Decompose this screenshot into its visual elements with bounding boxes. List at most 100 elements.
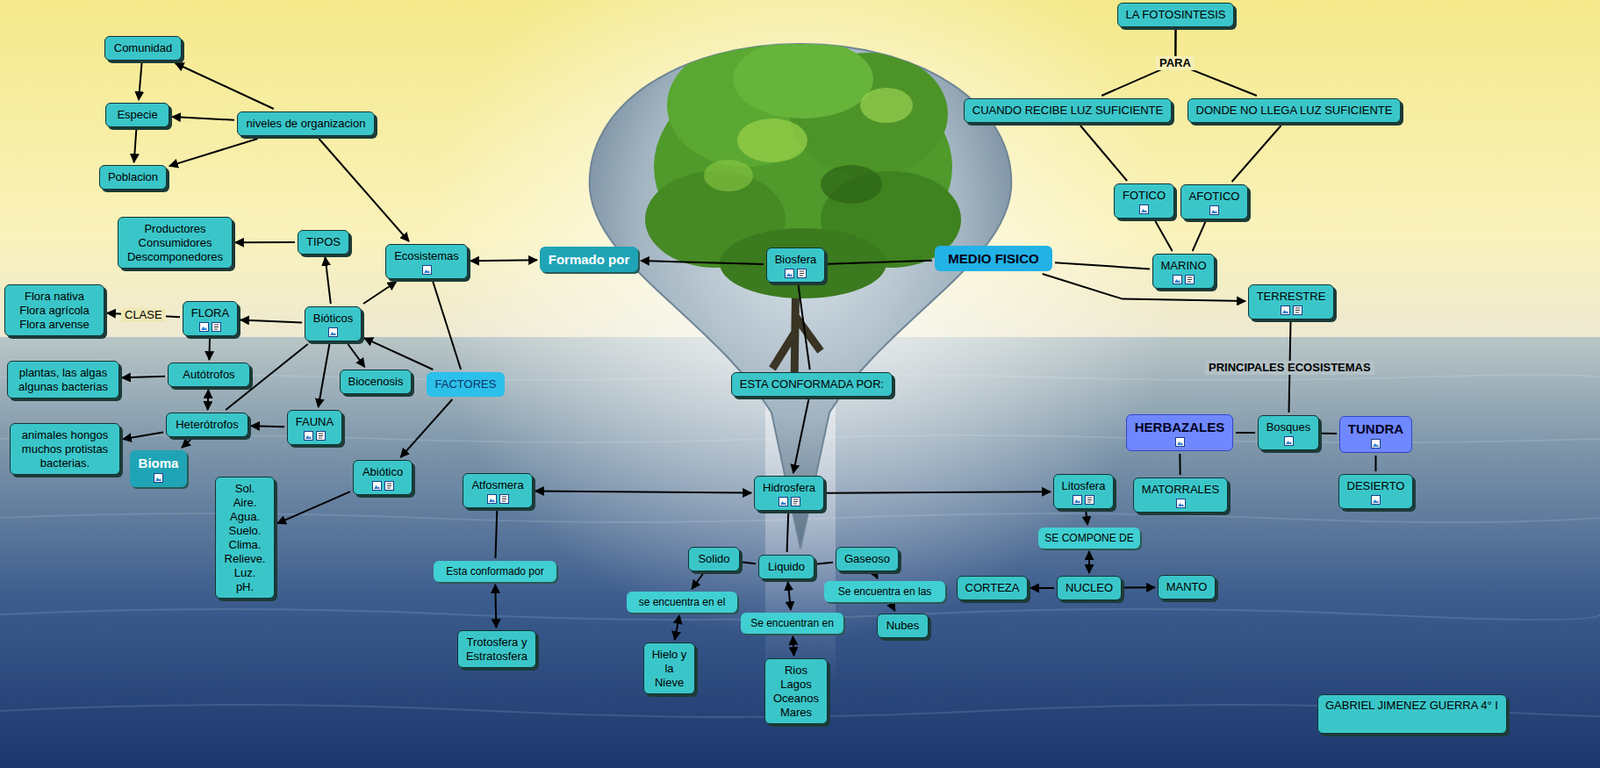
connector <box>181 439 191 448</box>
connector <box>792 636 794 656</box>
icon-row <box>303 430 326 441</box>
concept-text: Poblacion <box>107 170 158 185</box>
concept-text: Comunidad <box>114 41 173 56</box>
connector <box>1192 222 1206 252</box>
icon-lines <box>799 271 804 276</box>
concept-box: MATORRALES <box>1133 477 1228 513</box>
concept-box: Liquido <box>758 554 815 580</box>
connector <box>1375 455 1378 472</box>
connector <box>235 241 295 244</box>
icon-frame <box>778 496 788 506</box>
icon-row <box>778 496 801 507</box>
connector <box>495 510 498 559</box>
concept-text: ESTA CONFORMADA POR: <box>739 377 884 392</box>
resource-icon <box>1370 438 1381 449</box>
concept-box: Solido <box>688 546 740 572</box>
icon-frame <box>316 430 326 440</box>
icon-row <box>1172 274 1195 285</box>
resource-icon <box>1184 274 1195 285</box>
icon-picture <box>488 498 496 503</box>
concept-box: Trotosfera y Estratosfera <box>457 630 537 668</box>
concept-text: CUANDO RECIBE LUZ SUFICIENTE <box>972 103 1163 118</box>
icon-lines <box>502 496 507 502</box>
icon-picture <box>330 331 337 336</box>
connector <box>1155 221 1172 252</box>
concept-text: Esta conformado por <box>445 565 544 579</box>
connector <box>1178 453 1181 475</box>
icon-row <box>1284 436 1294 446</box>
water-drop <box>589 43 1012 549</box>
concept-box: FLORA <box>182 301 238 337</box>
concept-text: Bosques <box>1266 420 1312 435</box>
icon-row <box>1139 204 1149 215</box>
resource-icon <box>1172 274 1183 285</box>
concept-text: CORTEZA <box>965 581 1020 596</box>
concept-box: MEDIO FISICO <box>934 245 1053 272</box>
icon-frame <box>1284 436 1293 445</box>
connector <box>318 344 331 408</box>
connector <box>277 491 351 524</box>
concept-text: se encuentra en el <box>638 595 726 610</box>
concept-box: niveles de organizacion <box>236 111 375 137</box>
concept-box: Formado por <box>539 246 639 273</box>
concept-text: animales hongos muchos protistas bacteri… <box>21 428 109 471</box>
resource-icon <box>372 480 382 491</box>
concept-text: Litosfera <box>1061 479 1106 494</box>
icon-frame <box>1140 204 1149 214</box>
resource-icon <box>1175 437 1185 447</box>
resource-icon <box>1284 436 1294 446</box>
concept-box: Litosfera <box>1053 473 1114 510</box>
icon-lines <box>1087 497 1092 503</box>
connector <box>1321 432 1337 435</box>
concept-box: DONDE NO LLEGA LUZ SUFICIENTE <box>1187 98 1401 123</box>
icon-picture <box>373 485 381 489</box>
connector <box>535 490 752 493</box>
concept-text: Rios Lagos Oceanos Mares <box>773 663 819 720</box>
concept-text: Formado por <box>548 251 631 268</box>
icon-frame <box>1371 438 1381 448</box>
concept-text: GABRIEL JIMENEZ GUERRA 4° I <box>1325 698 1499 713</box>
concept-box: Bioma <box>129 450 187 488</box>
concept-text: Especie <box>116 107 158 122</box>
edge-label: PRINCIPALES ECOSISTEMAS <box>1205 360 1375 375</box>
concept-box: DESIERTO <box>1338 473 1414 510</box>
resource-icon <box>487 494 497 504</box>
icon-frame <box>200 322 209 331</box>
connector <box>364 337 433 370</box>
resource-icon <box>1370 495 1381 505</box>
connector <box>788 581 791 610</box>
concept-box: FOTICO <box>1113 183 1175 219</box>
icon-row <box>1209 205 1220 216</box>
concept-box: GABRIEL JIMENEZ GUERRA 4° I <box>1317 694 1507 734</box>
concept-box: LA FOTOSINTESIS <box>1117 2 1235 28</box>
concept-box: Especie <box>105 102 170 128</box>
concept-text: MATORRALES <box>1141 482 1220 497</box>
resource-icon <box>790 496 801 507</box>
icon-frame <box>304 430 314 440</box>
concept-box: plantas, las algas algunas bacterias <box>7 360 120 399</box>
icon-row <box>1370 438 1381 449</box>
concept-box: Bosques <box>1257 415 1320 451</box>
concept-box: Se encuentran en <box>740 612 844 634</box>
concept-box: Se encuentra en las <box>824 581 946 603</box>
connector <box>817 562 833 565</box>
icon-frame <box>372 480 381 490</box>
concept-box: CUANDO RECIBE LUZ SUFICIENTE <box>963 98 1172 123</box>
resource-icon <box>422 265 432 275</box>
connector <box>1232 125 1282 182</box>
connector <box>251 425 285 427</box>
connector <box>793 399 810 474</box>
concept-text: Trotosfera y Estratosfera <box>466 635 528 664</box>
resource-icon <box>303 430 314 441</box>
concept-box: FACTORES <box>426 372 505 397</box>
concept-text: Abiótico <box>362 465 403 480</box>
concept-box: Esta conformado por <box>433 560 557 582</box>
icon-lines <box>318 433 323 438</box>
icon-lines <box>387 483 392 488</box>
icon-row <box>1175 437 1185 447</box>
resource-icon <box>778 496 789 507</box>
connector <box>826 491 1051 494</box>
connector <box>1080 125 1127 181</box>
